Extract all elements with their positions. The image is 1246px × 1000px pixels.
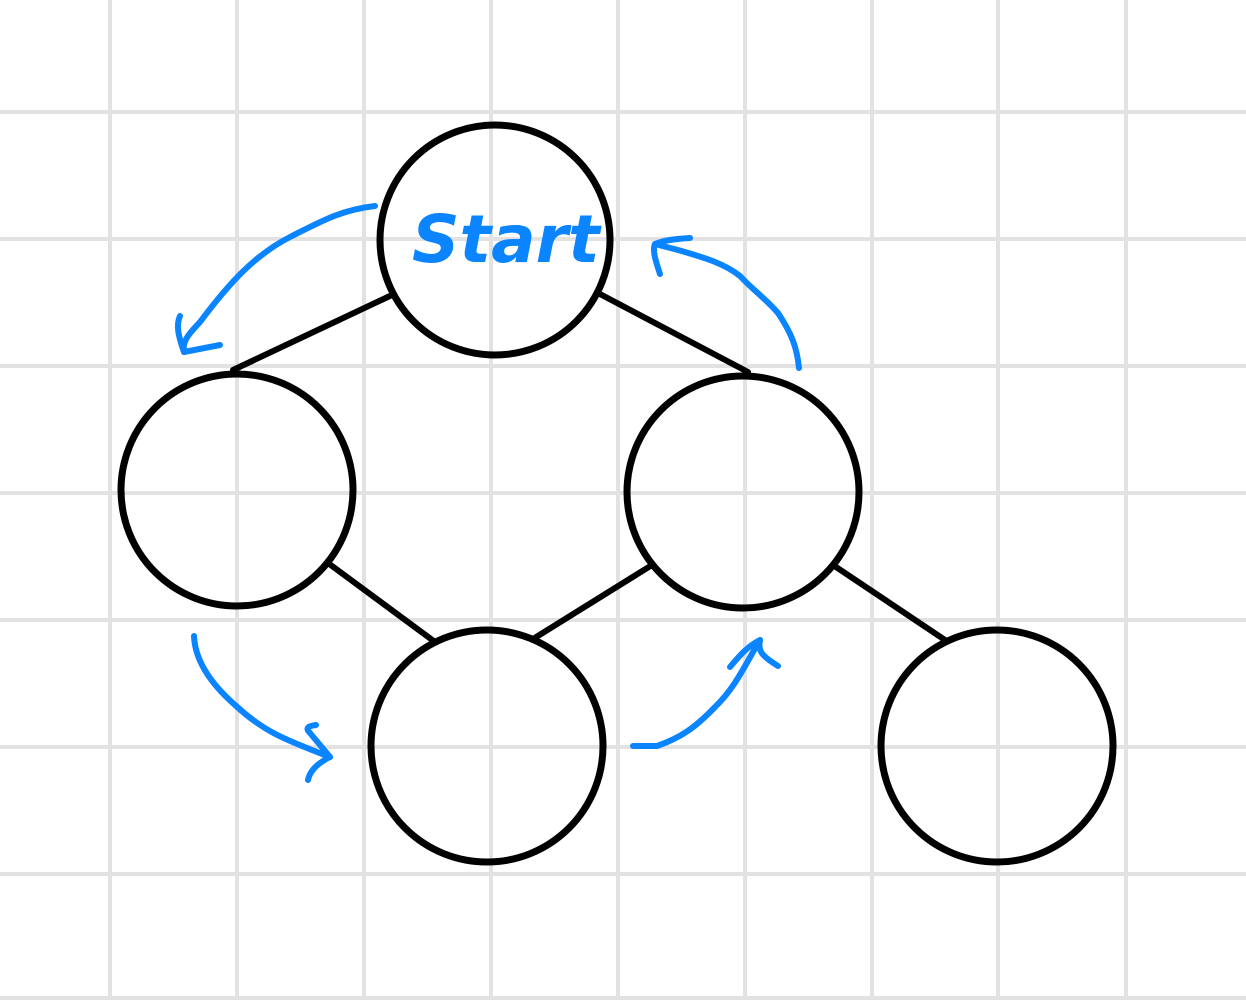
edge-right-bottom-middle xyxy=(530,562,655,642)
edges xyxy=(230,290,948,645)
edge-left-bottom-middle xyxy=(325,560,438,645)
start-label: Start xyxy=(412,201,602,278)
arrow-right-to-start xyxy=(650,235,802,371)
traversal-arrows xyxy=(174,203,802,783)
arrow-left-to-bottom-middle xyxy=(191,633,333,783)
edge-right-bottom-right xyxy=(830,562,948,643)
arrow-start-to-left xyxy=(174,203,378,355)
edge-start-right xyxy=(595,290,751,375)
edge-start-left xyxy=(230,292,395,373)
node-left xyxy=(117,370,357,610)
arrow-bottom-middle-to-right xyxy=(630,637,781,749)
nodes xyxy=(117,121,1117,866)
node-right xyxy=(623,372,863,612)
node-start xyxy=(376,121,614,359)
node-bottom-middle xyxy=(367,626,607,866)
node-bottom-right xyxy=(877,626,1117,866)
